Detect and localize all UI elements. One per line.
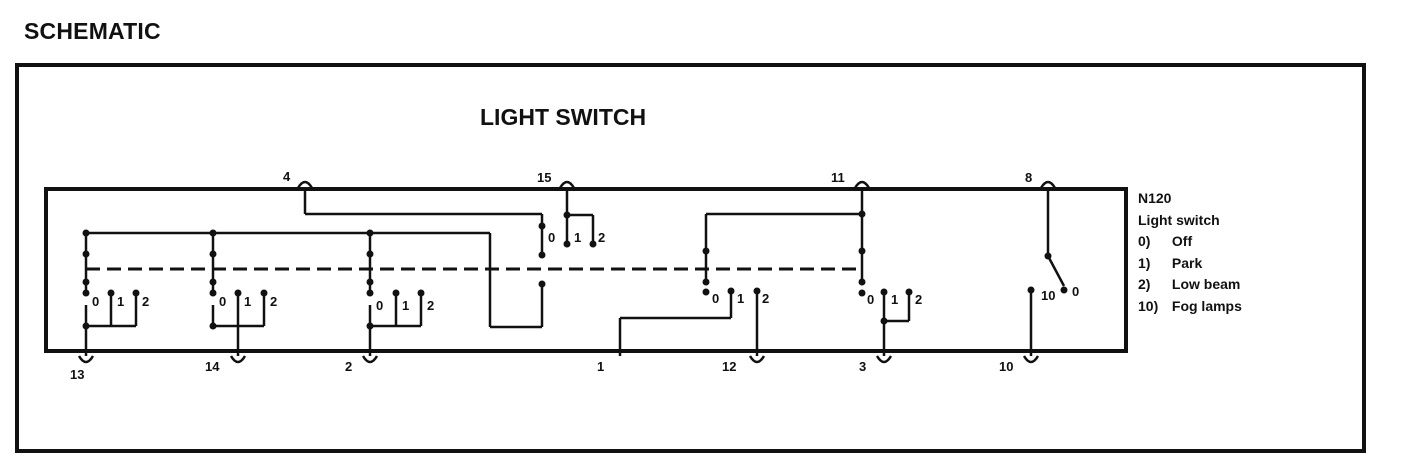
- connector-15-symbol: [558, 180, 576, 189]
- contact-label-1: 1: [244, 294, 251, 309]
- contact-label-0: 0: [92, 294, 99, 309]
- contact-label-2: 2: [142, 294, 149, 309]
- terminal-label-11: 11: [831, 170, 845, 185]
- bottom-connectors: [77, 355, 1040, 364]
- contact-label-1: 1: [402, 298, 409, 313]
- contact-label-2: 2: [762, 291, 769, 306]
- component-name: Light switch: [1138, 211, 1220, 228]
- connector-13-symbol: [77, 355, 95, 364]
- terminal-label-13: 13: [70, 367, 84, 382]
- contact-label-1: 1: [891, 292, 898, 307]
- page-heading: SCHEMATIC: [24, 18, 161, 44]
- contact-label-0: 0: [548, 230, 555, 245]
- connector-10-symbol: [1022, 355, 1040, 364]
- legend-code: 1): [1138, 254, 1151, 271]
- legend-label: Fog lamps: [1171, 297, 1242, 314]
- connector-12-symbol: [748, 355, 766, 364]
- contact-label-1: 1: [737, 291, 744, 306]
- component-title: LIGHT SWITCH: [480, 104, 647, 130]
- top-connectors: [296, 180, 1057, 189]
- terminal-label-15: 15: [537, 170, 551, 185]
- terminal-label-12: 12: [722, 359, 736, 374]
- legend-label: Off: [1171, 233, 1193, 249]
- terminal-label-8: 8: [1025, 170, 1032, 185]
- contact-label-0: 0: [1072, 284, 1079, 299]
- legend-row: 2) Low beam: [1138, 274, 1242, 296]
- legend-code: 2): [1138, 276, 1151, 292]
- legend-code: 0): [1138, 233, 1151, 249]
- terminal-label-1: 1: [597, 359, 604, 374]
- contact-label-0: 0: [867, 292, 874, 307]
- legend-row: 1) Park: [1138, 253, 1242, 275]
- internal-wiring: [84, 188, 1066, 356]
- contact-label-1: 1: [117, 294, 124, 309]
- contact-label-0: 0: [712, 291, 719, 306]
- component-code: N120: [1138, 190, 1172, 206]
- connector-2-symbol: [361, 355, 379, 364]
- legend-label: Low beam: [1171, 276, 1241, 292]
- contact-label-0: 0: [376, 298, 383, 313]
- terminal-label-2: 2: [345, 359, 352, 374]
- contact-label-0: 0: [219, 294, 226, 309]
- legend-row: 10) Fog lamps: [1138, 296, 1242, 318]
- connector-11-symbol: [853, 180, 871, 189]
- terminal-label-4: 4: [283, 169, 291, 184]
- outer-frame: [15, 63, 1366, 453]
- legend-code: 10): [1138, 297, 1159, 314]
- connector-3-symbol: [875, 355, 893, 364]
- legend-row: 0) Off: [1138, 231, 1242, 253]
- connector-8-symbol: [1039, 180, 1057, 189]
- contact-label-2: 2: [427, 298, 434, 313]
- legend-label: Park: [1171, 254, 1203, 271]
- connector-14-symbol: [229, 355, 247, 364]
- contact-label-2: 2: [270, 294, 277, 309]
- terminal-label-14: 14: [205, 359, 220, 374]
- contact-label-10: 10: [1041, 288, 1055, 303]
- contact-label-2: 2: [598, 230, 605, 245]
- terminal-label-3: 3: [859, 359, 866, 374]
- contact-label-1: 1: [574, 230, 581, 245]
- component-legend: N120 Light switch 0) Off 1) Park 2) Low …: [1138, 188, 1242, 317]
- contact-label-2: 2: [915, 292, 922, 307]
- connector-4-symbol: [296, 180, 314, 189]
- switch-housing: [44, 187, 1128, 353]
- terminal-label-10: 10: [999, 359, 1013, 374]
- contact-dots: [82, 210, 1068, 330]
